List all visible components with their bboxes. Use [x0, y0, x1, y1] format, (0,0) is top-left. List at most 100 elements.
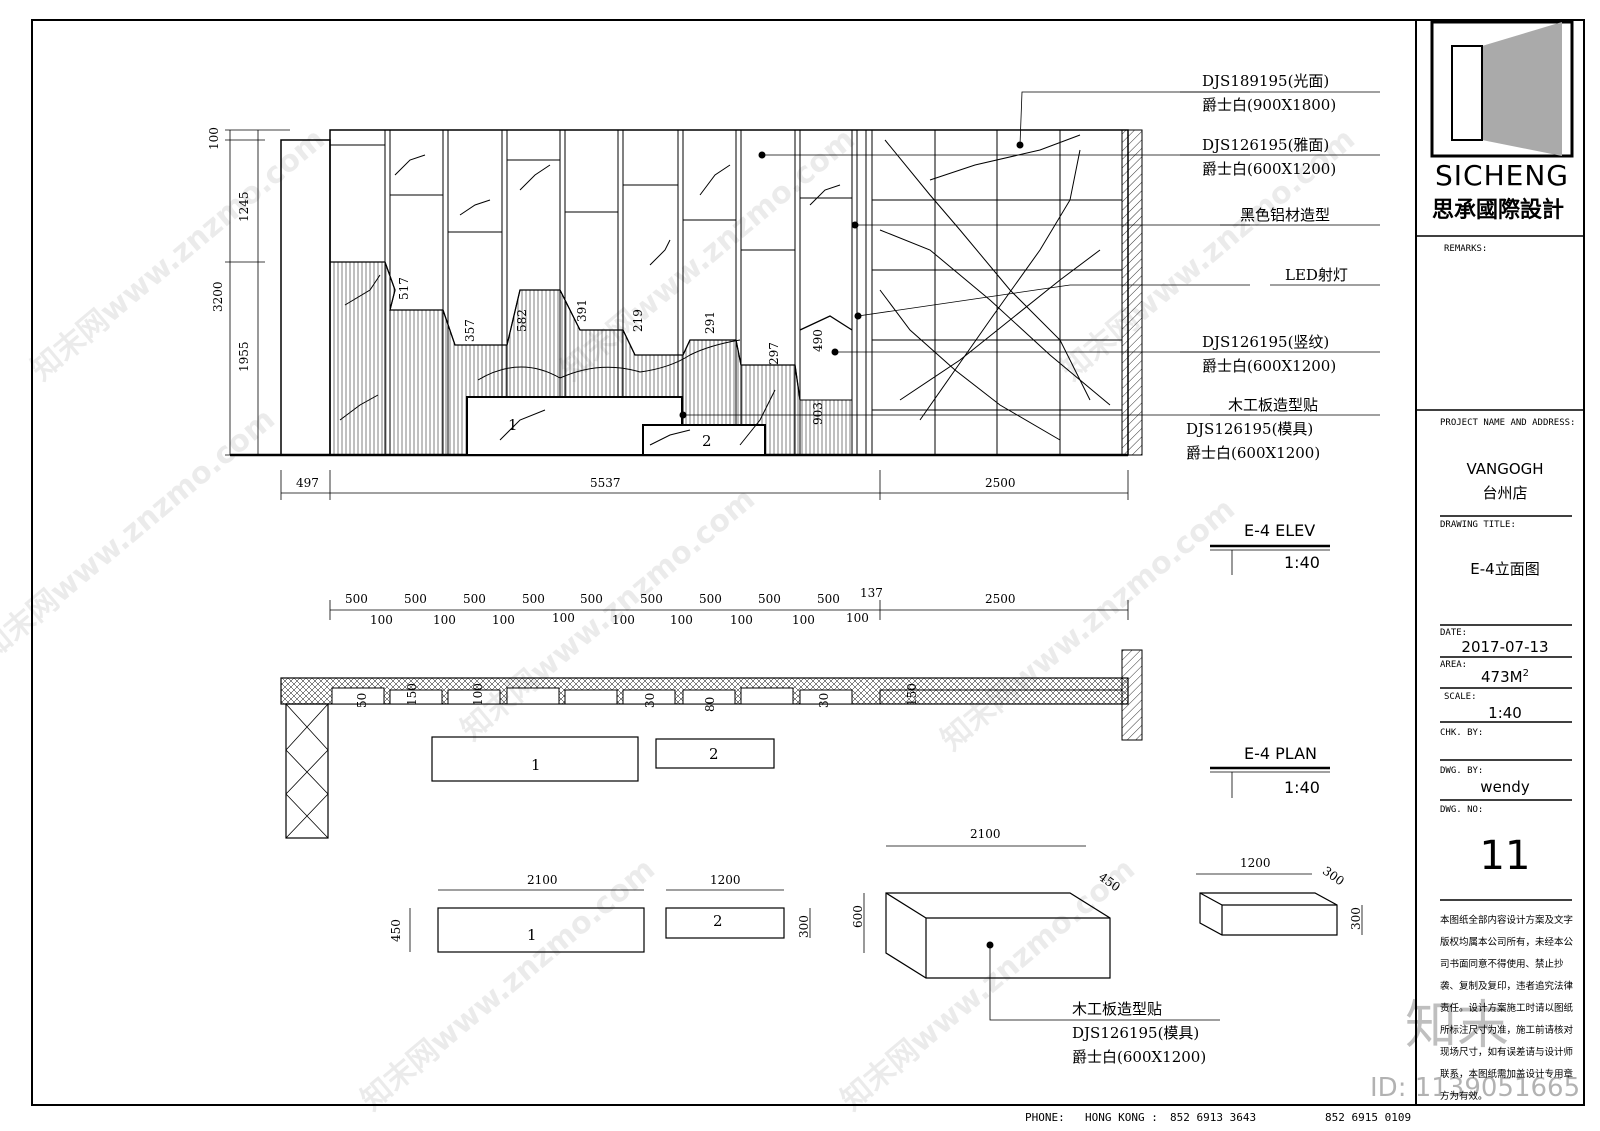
plan-dim-100-5: 100 — [612, 613, 635, 627]
step-dim-357: 357 — [463, 319, 477, 342]
brand-name-en: SICHENG — [1435, 159, 1569, 192]
detail-callout-line1: 木工板造型贴 — [1072, 1000, 1163, 1018]
project-label: PROJECT NAME AND ADDRESS: — [1440, 418, 1576, 428]
date-value: 2017-07-13 — [1461, 638, 1549, 656]
step-dim-582: 582 — [515, 309, 529, 332]
detail-box1-height: 450 — [389, 919, 403, 942]
brand-logo — [1430, 20, 1574, 158]
plan-title: E-4 PLAN — [1244, 744, 1317, 763]
phone-2: 852 6915 0109 — [1325, 1111, 1412, 1124]
detail-callout-line2: DJS126195(模具) — [1072, 1024, 1200, 1042]
v-dim-1955: 1955 — [237, 341, 251, 372]
iso2-height: 300 — [1349, 907, 1363, 930]
drawing-title-label: DRAWING TITLE: — [1440, 520, 1516, 530]
plan-dim-100-6: 100 — [670, 613, 693, 627]
dwg-no-label: DWG. NO: — [1440, 805, 1484, 815]
plan-dim-137: 137 — [860, 586, 883, 600]
elev-scale: 1:40 — [1284, 553, 1320, 572]
plan-depth-150b: 150 — [905, 683, 919, 706]
outer-frame — [31, 19, 1585, 1106]
area-value: 473M2 — [1481, 668, 1529, 686]
scale-value: 1:40 — [1488, 704, 1522, 722]
callout-5-line1: DJS126195(竖纹) — [1202, 333, 1330, 351]
detail-box1-width: 2100 — [527, 873, 558, 887]
h-dim-5537: 5537 — [590, 476, 621, 490]
plan-drawing — [280, 600, 1330, 839]
plan-scale: 1:40 — [1284, 778, 1320, 797]
drawing-title: E-4立面图 — [1470, 560, 1540, 578]
plan-dim-500-5: 500 — [580, 592, 603, 606]
callout-5-line2: 爵士白(600X1200) — [1202, 357, 1337, 375]
iso1-width: 2100 — [970, 827, 1001, 841]
plan-dim-2500: 2500 — [985, 592, 1016, 606]
plan-dim-500-6: 500 — [640, 592, 663, 606]
callout-3-line1: 黑色铝材造型 — [1240, 206, 1331, 224]
phone-1: 852 6913 3643 — [1170, 1111, 1257, 1124]
plan-dim-500-7: 500 — [699, 592, 722, 606]
watermark-logo: 知末 — [1405, 996, 1510, 1056]
brand-name-cn: 思承國際設計 — [1432, 198, 1565, 223]
elev-title: E-4 ELEV — [1244, 521, 1316, 540]
detail-box2-width: 1200 — [710, 873, 741, 887]
iso2-width: 1200 — [1240, 856, 1271, 870]
watermark-id: ID: 1139051665 — [1370, 1073, 1581, 1103]
elev-box-2-label: 2 — [702, 432, 712, 450]
scale-label: SCALE: — [1444, 692, 1477, 702]
copyright-notes: 本图纸全部内容设计方案及文字版权均属本公司所有，未经本公司书面同意不得使用、禁止… — [1440, 915, 1574, 1102]
plan-dim-100-1: 100 — [370, 613, 393, 627]
detail-box1-label: 1 — [527, 926, 537, 944]
step-dim-517: 517 — [397, 277, 411, 300]
plan-depth-30b: 30 — [817, 692, 831, 708]
plan-dim-100-8: 100 — [792, 613, 815, 627]
detail-box2-height: 300 — [797, 915, 811, 938]
iso1-height: 600 — [851, 905, 865, 928]
callout-6-line1: 木工板造型贴 — [1228, 396, 1319, 414]
plan-box-2-label: 2 — [709, 745, 719, 763]
step-dim-297: 297 — [767, 342, 781, 365]
plan-dim-100-9: 100 — [846, 611, 869, 625]
callout-1-line2: 爵士白(900X1800) — [1202, 96, 1337, 114]
project-name: VANGOGH — [1466, 460, 1544, 478]
plan-depth-30a: 30 — [643, 692, 657, 708]
callout-1-line1: DJS189195(光面) — [1202, 72, 1330, 90]
dwg-by-value: wendy — [1480, 778, 1530, 796]
callout-2-line1: DJS126195(雅面) — [1202, 136, 1330, 154]
callout-bottom-line1: DJS126195(模具) — [1186, 420, 1314, 438]
details-drawing — [409, 845, 1363, 1021]
elevation-drawing — [225, 91, 1380, 575]
plan-dim-100-7: 100 — [730, 613, 753, 627]
phone-label: PHONE: — [1025, 1111, 1065, 1124]
step-dim-291: 291 — [703, 311, 717, 334]
plan-dim-500-9: 500 — [817, 592, 840, 606]
elev-box-1-label: 1 — [508, 416, 518, 434]
v-dim-3200: 3200 — [211, 281, 225, 312]
plan-dim-500-1: 500 — [345, 592, 368, 606]
plan-dim-500-4: 500 — [522, 592, 545, 606]
date-label: DATE: — [1440, 628, 1468, 638]
dwg-by-label: DWG. BY: — [1440, 766, 1484, 776]
dwg-no-value: 11 — [1479, 833, 1531, 879]
plan-dim-500-3: 500 — [463, 592, 486, 606]
plan-dim-500-2: 500 — [404, 592, 427, 606]
area-label: AREA: — [1440, 660, 1468, 670]
plan-depth-50: 50 — [355, 692, 369, 708]
h-dim-2500: 2500 — [985, 476, 1016, 490]
step-dim-903: 903 — [811, 402, 825, 425]
plan-dim-500-8: 500 — [758, 592, 781, 606]
plan-dim-100-3: 100 — [492, 613, 515, 627]
detail-callout-line3: 爵士白(600X1200) — [1072, 1048, 1207, 1066]
callout-bottom-line2: 爵士白(600X1200) — [1186, 444, 1321, 462]
step-dim-391: 391 — [575, 299, 589, 322]
project-place: 台州店 — [1482, 484, 1528, 502]
plan-box-1-label: 1 — [531, 756, 541, 774]
plan-depth-80: 80 — [703, 696, 717, 712]
v-dim-100: 100 — [207, 127, 221, 150]
h-dim-497: 497 — [296, 476, 319, 490]
plan-depth-150: 150 — [405, 683, 419, 706]
plan-dim-100-2: 100 — [433, 613, 456, 627]
callout-4-line1: LED射灯 — [1285, 266, 1348, 284]
detail-box2-label: 2 — [713, 912, 723, 930]
remarks-label: REMARKS: — [1444, 244, 1488, 254]
callout-2-line2: 爵士白(600X1200) — [1202, 160, 1337, 178]
